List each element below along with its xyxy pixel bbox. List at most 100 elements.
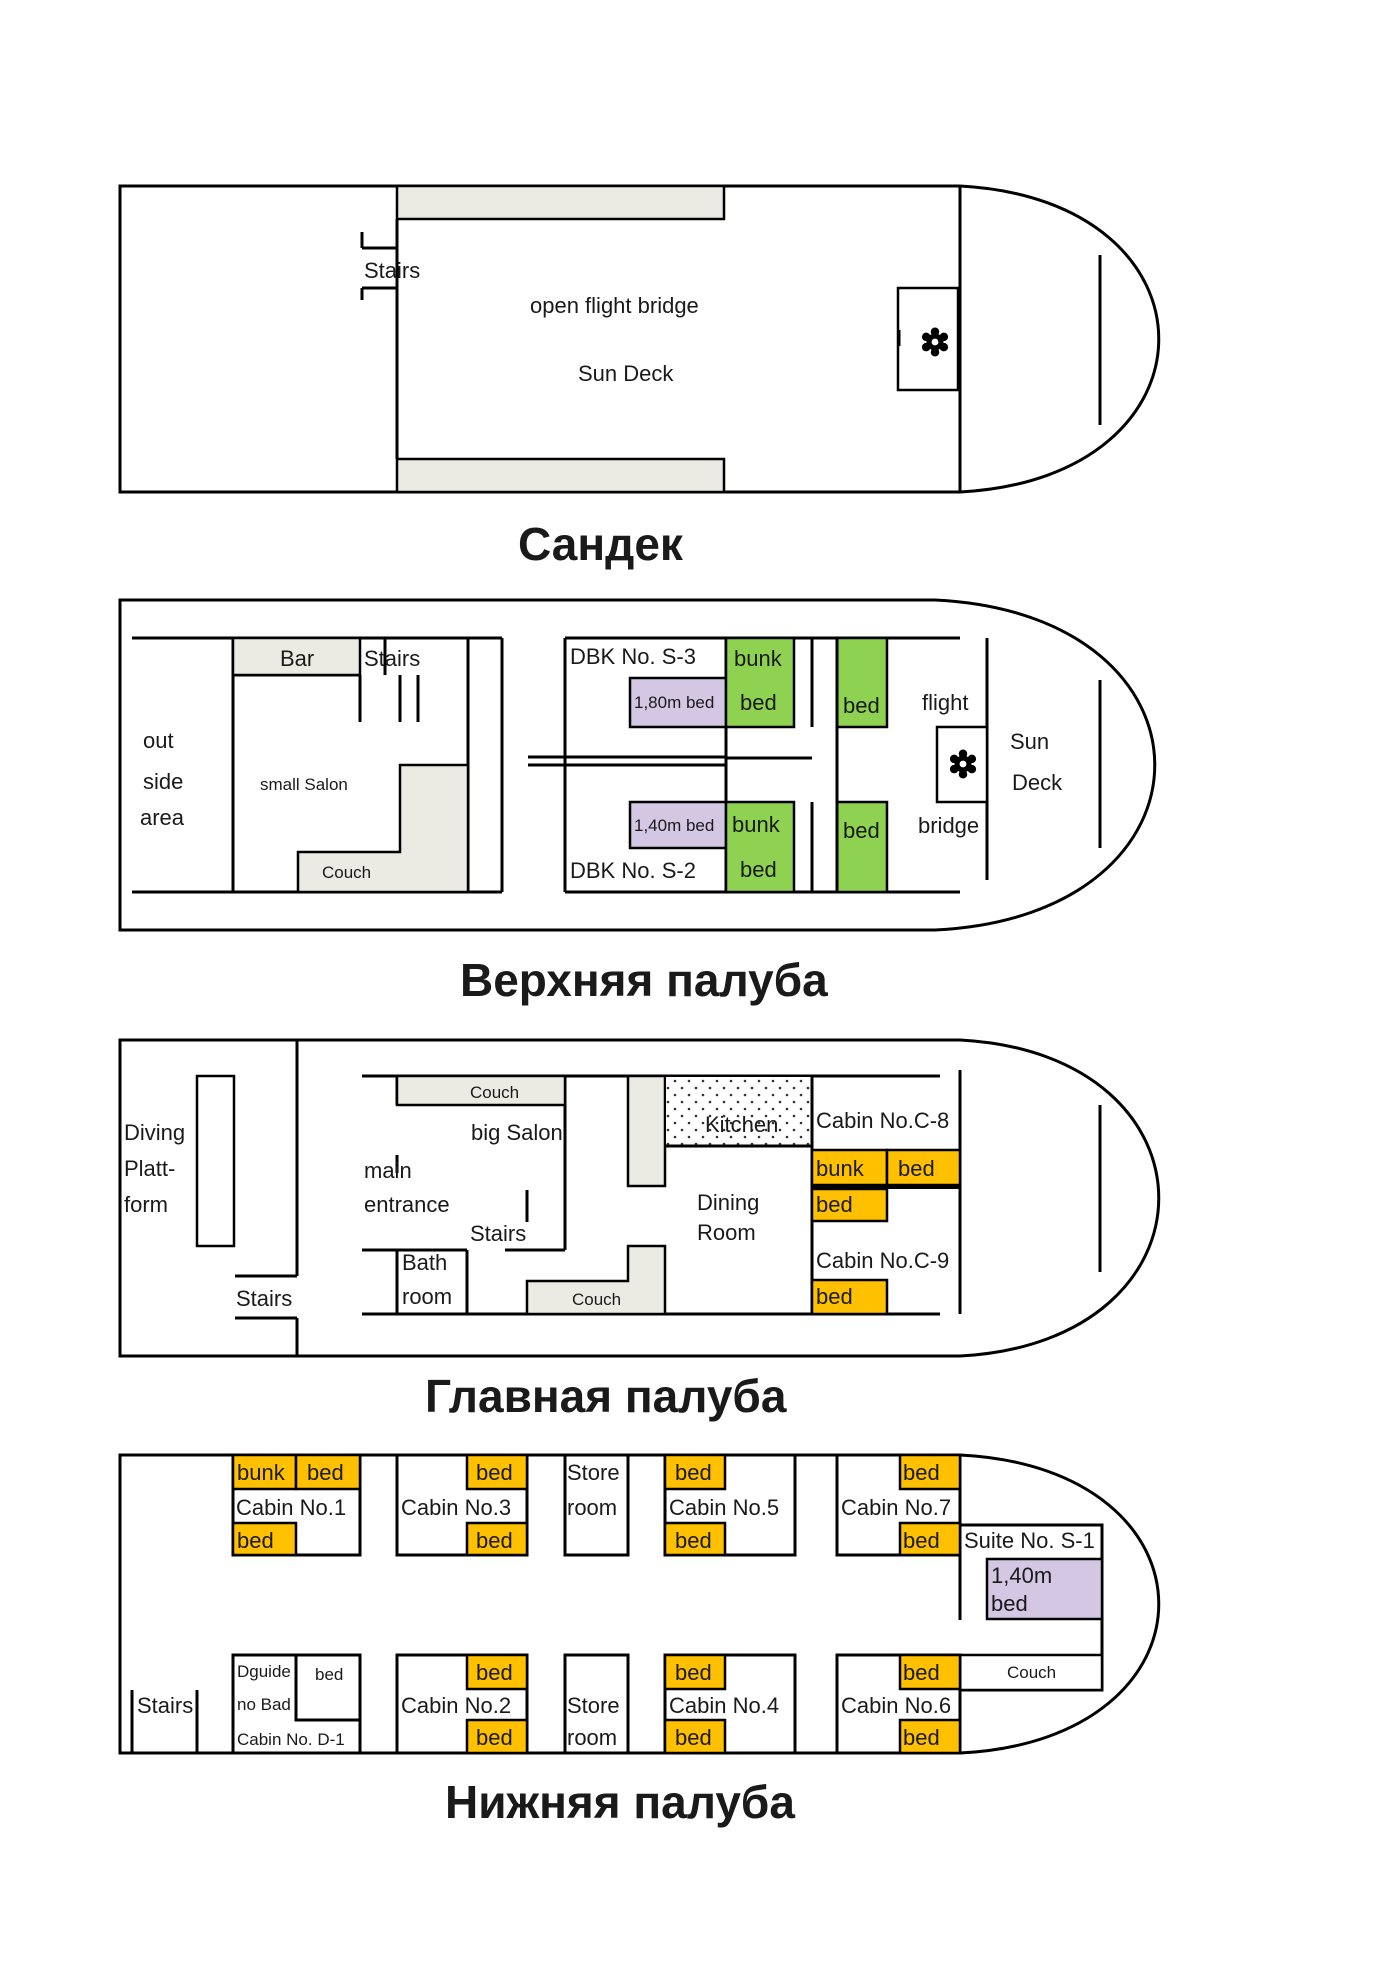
lower-deck-plan: bunk bed Cabin No.1 bed bed Cabin No.3 b… <box>118 1453 1161 1828</box>
diving-platform-line1: Diving <box>124 1120 185 1145</box>
cabin-c9-label: Cabin No.C-9 <box>816 1248 949 1273</box>
cabin6-bed-bottom-label: bed <box>903 1725 940 1750</box>
upper-stairs-label: Stairs <box>364 646 420 671</box>
cabin3-bed-bottom-label: bed <box>476 1528 513 1553</box>
open-flight-bridge-label: open flight bridge <box>530 293 699 318</box>
cabin2-bed-top-label: bed <box>476 1660 513 1685</box>
main-couch-bottom <box>525 1244 667 1316</box>
upper-sun-label: Sun <box>1010 729 1049 754</box>
cabin-c8-label: Cabin No.C-8 <box>816 1108 949 1133</box>
dguide-line1: Dguide <box>237 1662 291 1681</box>
sundeck-plan: Stairs open flight bridge Sun Deck Санде… <box>118 184 1161 570</box>
bar-counter <box>231 636 362 677</box>
cabin3-label: Cabin No.3 <box>401 1495 511 1520</box>
dining-room-line1: Dining <box>697 1190 759 1215</box>
sundeck-stairs-wall <box>360 219 399 459</box>
s2-double-bed <box>628 800 728 850</box>
s2-bunk-bed <box>724 800 796 894</box>
cabin4-bed-bottom <box>663 1718 727 1755</box>
s2-bunk-label: bunk <box>732 812 781 837</box>
kitchen <box>664 1075 813 1147</box>
store-room-top-line1: Store <box>567 1460 620 1485</box>
c8-bed-label: bed <box>898 1156 935 1181</box>
small-salon-label: small Salon <box>260 775 348 794</box>
s3-bunk-label: bunk <box>734 646 783 671</box>
dguide-line2: no Bad <box>237 1695 291 1714</box>
upper-couch-label: Couch <box>322 863 371 882</box>
main-stairs-label: Stairs <box>236 1286 292 1311</box>
bridge-label: bridge <box>918 813 979 838</box>
bar-label: Bar <box>280 646 314 671</box>
cabin1-bed-top <box>294 1453 362 1491</box>
dbk-s3-label: DBK No. S-3 <box>570 644 696 669</box>
cabin3-bed-top <box>465 1453 529 1491</box>
cabin7-bed-top <box>898 1453 962 1491</box>
upper-deck-title: Верхняя палуба <box>460 954 828 1006</box>
suite-bed-line2: bed <box>991 1591 1028 1616</box>
dbk-s2-label: DBK No. S-2 <box>570 858 696 883</box>
main-couch-top <box>395 1074 567 1107</box>
c8-bunk-label: bunk <box>816 1156 865 1181</box>
sundeck-bench-bottom <box>395 457 726 494</box>
cabin3-bed-top-label: bed <box>476 1460 513 1485</box>
upper-deck-label: Deck <box>1012 770 1063 795</box>
suite-bed-line1: 1,40m <box>991 1563 1052 1588</box>
cabin4-bed-bottom-label: bed <box>675 1725 712 1750</box>
kitchen-label: Kitchen <box>705 1112 778 1137</box>
bathroom-line1: Bath <box>402 1250 447 1275</box>
main-deck-hull <box>118 1038 1161 1358</box>
upper-single-bed-bottom-label: bed <box>843 818 880 843</box>
s2-bed-label: bed <box>740 857 777 882</box>
main-entrance-line1: main <box>364 1158 412 1183</box>
upper-couch <box>296 763 470 894</box>
cabin6-bed-top-label: bed <box>903 1660 940 1685</box>
lower-deck-title: Нижняя палуба <box>445 1776 795 1828</box>
main-couch-top-label: Couch <box>470 1083 519 1102</box>
suite-double-bed <box>985 1557 1104 1621</box>
suite-s1-label: Suite No. S-1 <box>964 1528 1095 1553</box>
c9-bed <box>810 1278 889 1316</box>
lower-stairs-label: Stairs <box>137 1693 193 1718</box>
upper-single-bed-top <box>835 636 889 729</box>
store-room-top-line2: room <box>567 1495 617 1520</box>
lower-deck-hull <box>118 1453 1161 1755</box>
cabin7-bed-bottom <box>898 1521 962 1557</box>
cabin4-bed-top-label: bed <box>675 1660 712 1685</box>
main-deck-plan: Diving Platt- form Stairs Couch big Salo… <box>118 1038 1161 1422</box>
cabin1-bed-top-label: bed <box>307 1460 344 1485</box>
main-salon-stairs-label: Stairs <box>470 1221 526 1246</box>
sundeck-hull <box>118 184 1161 494</box>
upper-single-bed-bottom <box>835 800 889 894</box>
cabin-d1-label: Cabin No. D-1 <box>237 1730 345 1749</box>
diving-platform-rail <box>195 1074 236 1248</box>
c8-single-bed-label: bed <box>816 1192 853 1217</box>
cabin5-bed-bottom-label: bed <box>675 1528 712 1553</box>
cabin1-bunk-label: bunk <box>237 1460 286 1485</box>
main-deck-title: Главная палуба <box>425 1370 787 1422</box>
cabin6-bed-bottom <box>898 1718 962 1755</box>
outside-area-line1: out <box>143 728 174 753</box>
cabin7-bed-top-label: bed <box>903 1460 940 1485</box>
upper-single-bed-top-label: bed <box>843 693 880 718</box>
s3-bed-label: bed <box>740 690 777 715</box>
main-couch-bottom-label: Couch <box>572 1290 621 1309</box>
cabin5-bed-bottom <box>663 1521 727 1557</box>
c9-bed-label: bed <box>816 1284 853 1309</box>
diving-platform-line3: form <box>124 1192 168 1217</box>
c8-single-bed <box>810 1187 889 1223</box>
cabin1-bed-bottom-label: bed <box>237 1528 274 1553</box>
flight-label: flight <box>922 690 968 715</box>
cabin7-label: Cabin No.7 <box>841 1495 951 1520</box>
sun-deck-label: Sun Deck <box>578 361 674 386</box>
cabin6-label: Cabin No.6 <box>841 1693 951 1718</box>
main-entrance-line2: entrance <box>364 1192 450 1217</box>
big-salon-label: big Salon <box>471 1120 563 1145</box>
suite-couch-label: Couch <box>1007 1663 1056 1682</box>
cabin5-bed-top-label: bed <box>675 1460 712 1485</box>
cabin2-bed-bottom-label: bed <box>476 1725 513 1750</box>
bathroom-line2: room <box>402 1284 452 1309</box>
sundeck-bench-top <box>395 184 726 221</box>
cabin6-bed-top <box>898 1653 962 1691</box>
cabin2-bed-bottom <box>465 1718 529 1755</box>
